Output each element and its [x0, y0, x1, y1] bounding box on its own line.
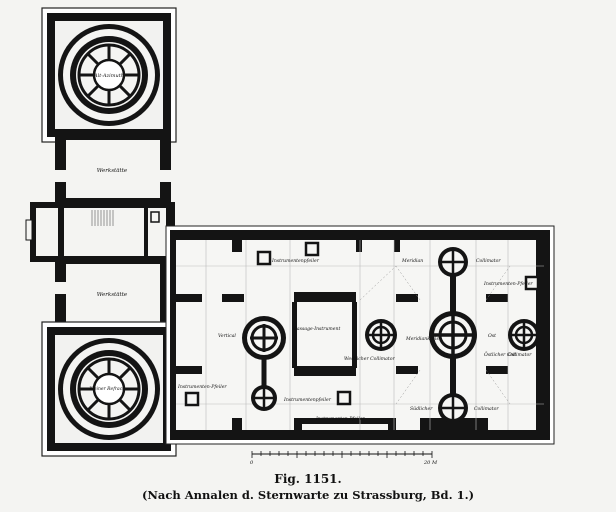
label-north-pier: Instrumenten-Pfeiler	[483, 281, 533, 287]
small-piers	[184, 241, 540, 407]
meridian-hall: Instrumentenpfeiler Meridian Collimator …	[165, 225, 555, 445]
south-tower: Kleiner Refractor	[41, 321, 177, 457]
figure-source: (Nach Annalen d. Sternwarte zu Strassbur…	[141, 488, 475, 502]
label-west-collimator: Westlicher Collimator	[344, 356, 396, 362]
scale-bar: 0 20 M	[250, 451, 438, 466]
south-wing: Werkstätte	[55, 260, 171, 332]
entrance-stairs	[25, 202, 175, 262]
label-pier-bottom-2: Instrumenten-Pfeiler	[315, 416, 365, 422]
label-south: Südlicher	[410, 406, 433, 412]
label-meridian-circle: Meridiankreis	[405, 336, 439, 342]
workshop-top-label: Werkstätte	[97, 168, 128, 174]
meridian-circle-pier	[429, 247, 477, 423]
label-meridian-top: Meridian	[401, 258, 423, 264]
north-tower-label: Alt-Azimuth	[93, 73, 124, 79]
passage-instrument-pier	[242, 316, 286, 411]
figure-number: Fig. 1151.	[274, 472, 342, 486]
floor-plan: Alt-Azimuth Werkstätte Werkstät	[25, 7, 555, 466]
label-south-collimator: Collimator	[474, 406, 499, 412]
east-collimator-pier	[508, 319, 540, 351]
label-pier-bottom-1: Instrumentenpfeiler	[283, 397, 332, 403]
south-tower-label: Kleiner Refractor	[88, 386, 130, 392]
scale-end: 20 M	[423, 460, 438, 466]
north-tower: Alt-Azimuth	[41, 7, 177, 143]
label-pier-left: Instrumenten-Pfeiler	[177, 384, 227, 390]
west-collimator-pier	[365, 319, 397, 351]
scale-start: 0	[250, 460, 254, 466]
label-east-2: Ost	[508, 352, 516, 358]
label-north-collimator: Collimator	[476, 258, 501, 264]
label-passage-instrument: Passage-Instrument	[293, 326, 340, 332]
label-pier-top-1: Instrumentenpfeiler	[271, 258, 320, 264]
label-vertical: Vertical	[218, 333, 236, 339]
label-east-collimator: Östlicher Collimator	[484, 351, 532, 358]
label-east-1: Ost	[488, 333, 496, 339]
workshop-bottom-label: Werkstätte	[97, 292, 128, 298]
north-wing: Werkstätte	[55, 137, 171, 203]
